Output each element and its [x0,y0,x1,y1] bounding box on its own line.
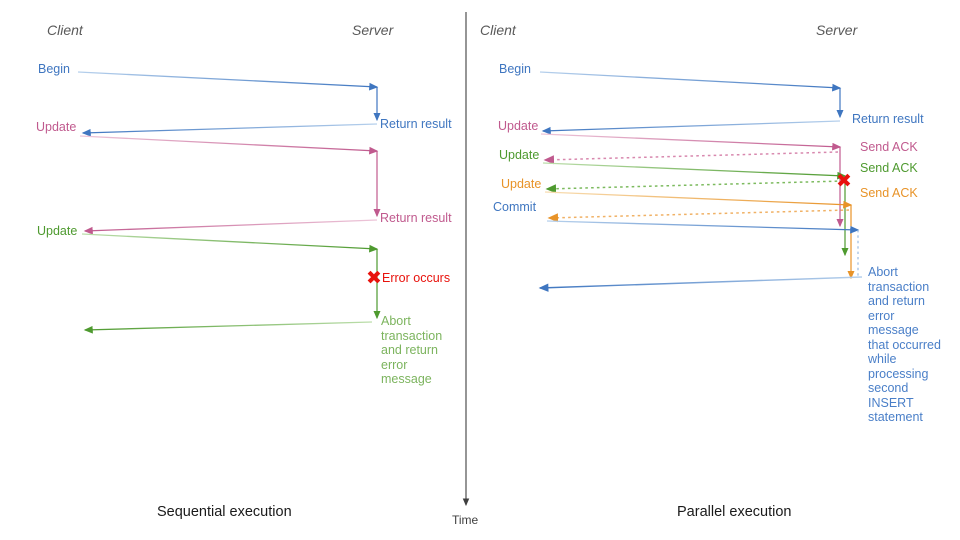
arrow-right-ack-1 [543,151,839,165]
left-msg-update-1: Update [36,120,77,134]
right-actor-client: Client [480,22,516,38]
right-panel-arrows [538,71,863,292]
left-abort-note-line-4: error message [381,357,432,387]
arrow-left-abort-return [83,321,373,334]
left-actor-server: Server [352,22,394,38]
right-msg-commit: Commit [493,200,537,214]
left-abort-note: Abort transaction and return error messa… [381,314,445,387]
arrow-right-ack-2 [545,180,844,194]
time-axis-label: Time [452,513,479,527]
right-abort-note-line-2: transaction [868,279,930,294]
right-abort-note-line-7: processing [868,366,929,381]
right-abort-note-line-5: that occurred [868,337,941,352]
left-msg-begin: Begin [38,62,70,76]
arrow-right-return-1 [541,120,841,135]
right-msg-ack-2: Send ACK [860,161,918,175]
right-panel-caption: Parallel execution [677,504,792,520]
left-panel-arrows [77,71,381,334]
arrow-left-update-1 [79,135,379,155]
arrow-right-abort-return [538,276,863,292]
arrow-left-return-2 [83,219,378,235]
left-abort-note-line-2: transaction [381,328,443,343]
error-x-icon-right: ✖ [836,171,852,192]
right-msg-ack-3: Send ACK [860,186,918,200]
right-msg-ack-1: Send ACK [860,140,918,154]
arrow-left-return-1 [81,123,378,137]
right-abort-note-line-4: error message [868,308,919,338]
left-actor-client: Client [47,22,83,38]
arrow-right-ack-3 [547,209,850,223]
arrow-right-update-2 [542,162,847,180]
right-abort-note-line-6: while [868,352,897,366]
error-x-icon-left: ✖ [366,268,382,289]
left-msg-return-result-1: Return result [380,117,452,131]
left-msg-return-result-2: Return result [380,211,452,225]
arrow-right-commit [546,220,860,234]
arrow-right-begin [539,71,842,92]
arrow-left-begin [77,71,379,91]
left-abort-note-line-3: and return [381,343,438,357]
right-msg-update-3: Update [501,177,542,191]
right-abort-note-line-3: and return [868,294,925,308]
arrow-right-update-1 [540,133,842,151]
right-msg-update-2: Update [499,148,540,162]
arrow-left-update-2 [81,233,379,253]
right-msg-begin: Begin [499,62,531,76]
right-abort-note-line-1: Abort [868,265,898,279]
right-msg-update-1: Update [498,119,539,133]
left-abort-note-line-1: Abort [381,314,411,328]
arrow-right-update-3 [544,191,853,209]
left-error-note: Error occurs [382,271,451,285]
left-panel-caption: Sequential execution [157,504,292,520]
right-abort-note-line-9: INSERT [868,395,914,410]
right-actor-server: Server [816,22,858,38]
right-abort-note-line-8: second [868,381,909,395]
right-abort-note-line-10: statement [868,410,923,424]
right-msg-return-result: Return result [852,112,924,126]
left-msg-update-2: Update [37,224,78,238]
right-abort-note: Abort transaction and return error messa… [868,265,946,425]
